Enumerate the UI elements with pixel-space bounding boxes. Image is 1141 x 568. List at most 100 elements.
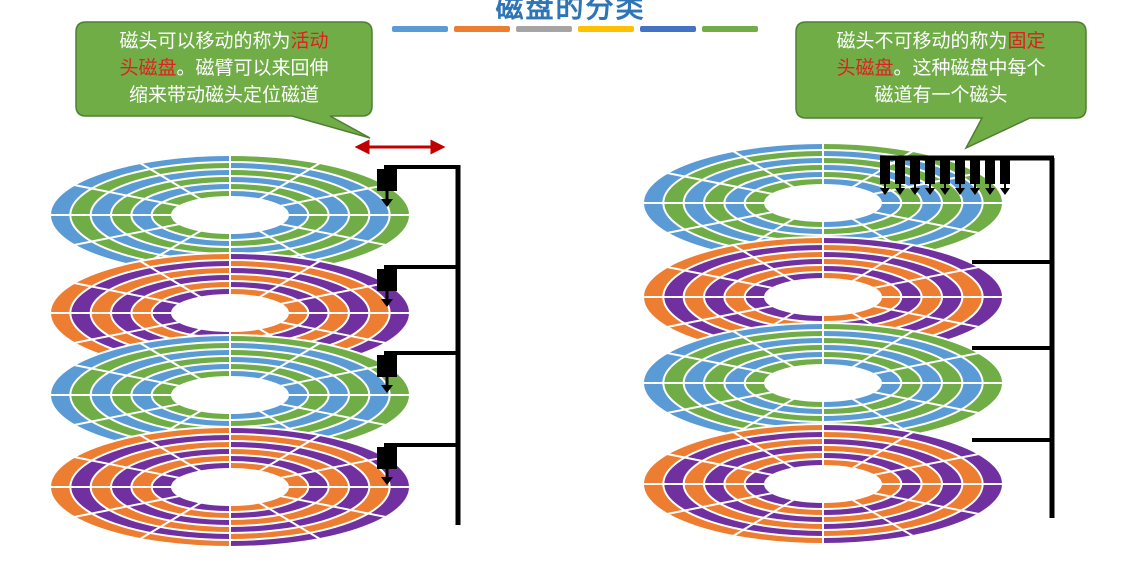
right-callout-text: 磁头不可移动的称为固定 头磁盘。这种磁盘中每个 磁道有一个磁头 [800,28,1082,109]
sector-line [851,244,914,283]
fixed-head [895,160,905,195]
sector-line [666,492,773,515]
sector-line [851,330,914,369]
color-bar-navy [640,26,696,32]
sector-line [258,162,321,201]
sector-line [851,397,914,436]
right-platter-4 [642,423,1004,545]
sector-line [666,453,773,476]
color-bar-gray [516,26,572,32]
right-callout-line2: 。这种磁盘中每个 [893,57,1046,79]
sector-line [139,342,202,381]
spindle-hole [171,294,289,332]
color-bar-green [702,26,758,32]
sector-line [280,364,387,387]
sector-line [666,266,773,289]
sector-line [73,321,180,344]
right-platter-stack [642,142,1004,545]
sector-line [280,495,387,518]
sector-line [873,391,980,414]
sector-line [258,434,321,473]
left-callout-highlight1: 活动 [290,30,329,52]
left-callout-line2: 。磁臂可以来回伸 [176,57,329,79]
sector-line [666,352,773,375]
sector-line [139,501,202,540]
movable-head-assembly [377,165,461,525]
sector-line [139,434,202,473]
right-callout-bubble [795,21,1087,150]
sector-line [73,403,180,426]
sector-line [280,223,387,246]
sector-line [873,266,980,289]
sector-line [851,498,914,537]
fixed-head [925,160,935,195]
sector-line [139,162,202,201]
spindle-hole [171,376,289,414]
read-write-head [377,265,460,307]
spindle-hole [171,196,289,234]
read-write-head [377,443,460,485]
left-callout-text: 磁头可以移动的称为活动 头磁盘。磁臂可以来回伸 缩来带动磁头定位磁道 [80,28,368,109]
sector-line [873,453,980,476]
fixed-head-assembly [880,155,1055,518]
sector-line [666,211,773,234]
sector-line [873,352,980,375]
spindle-hole [764,184,882,222]
sector-line [280,456,387,479]
left-callout-bubble [75,21,373,139]
sector-line [732,498,795,537]
sector-line [258,501,321,540]
sector-line [732,397,795,436]
left-platter-3 [49,334,411,456]
sector-line [73,364,180,387]
left-platter-stack [49,154,411,548]
fixed-head [1000,160,1010,195]
left-callout-line1: 磁头可以移动的称为 [119,30,291,52]
sector-line [258,260,321,299]
sector-line [666,172,773,195]
sector-line [873,492,980,515]
sector-line [73,495,180,518]
sector-line [280,184,387,207]
sector-line [258,342,321,381]
fixed-head [940,160,950,195]
sector-line [280,321,387,344]
fixed-head [985,160,995,195]
spindle-hole [764,364,882,402]
sector-line [732,330,795,369]
left-callout-line3: 缩来带动磁头定位磁道 [128,84,319,106]
sector-line [73,223,180,246]
read-write-head [377,165,460,207]
fixed-head [910,160,920,195]
sector-line [666,391,773,414]
sector-line [851,431,914,470]
sector-line [73,456,180,479]
sector-line [873,211,980,234]
sector-line [280,282,387,305]
fixed-head [880,160,890,195]
sector-line [73,282,180,305]
sector-line [666,305,773,328]
spindle-hole [764,278,882,316]
sector-line [280,403,387,426]
fixed-head [970,160,980,195]
right-callout-highlight1: 固定 [1007,30,1046,52]
page-title: 磁盘的分类 [495,0,646,24]
sector-line [139,260,202,299]
fixed-head [955,160,965,195]
sector-line [732,431,795,470]
right-callout-line1: 磁头不可移动的称为 [836,30,1008,52]
right-callout-highlight2: 头磁盘 [836,57,894,79]
spindle-hole [764,465,882,503]
sector-line [732,244,795,283]
spindle-hole [171,468,289,506]
sector-line [873,305,980,328]
color-bar-blue [392,26,448,32]
left-platter-4 [49,426,411,548]
left-callout-highlight2: 头磁盘 [119,57,177,79]
sector-line [73,184,180,207]
color-bar-orange [454,26,510,32]
sector-line [732,150,795,189]
read-write-head [377,351,460,393]
